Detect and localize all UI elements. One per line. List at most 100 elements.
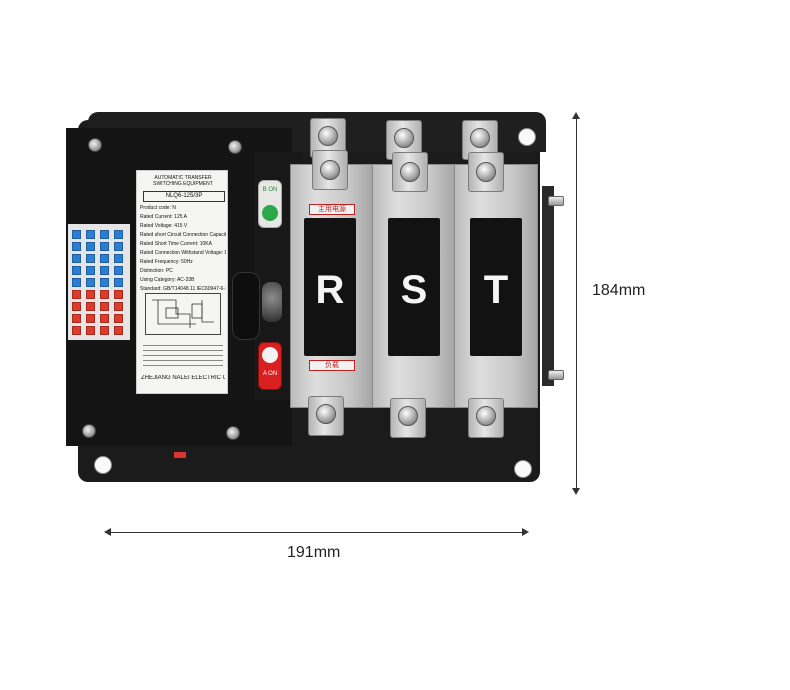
width-dimension-label: 191mm xyxy=(287,544,341,561)
control-terminal-strip xyxy=(68,224,130,340)
base-indicator xyxy=(174,452,186,458)
terminal-block xyxy=(86,290,95,299)
terminal-block xyxy=(72,242,81,251)
label-rated-short-time: Rated Short Time Current: 10KA xyxy=(140,241,212,247)
arrow-left-icon xyxy=(104,528,111,536)
a-on-indicator-icon xyxy=(262,347,278,363)
terminal-block xyxy=(114,290,123,299)
label-title-line1: AUTOMATIC TRANSFER xyxy=(154,175,212,181)
mounting-hole xyxy=(518,128,536,146)
height-dimension-line xyxy=(576,116,577,490)
terminal-block xyxy=(114,242,123,251)
width-dimension-line xyxy=(110,532,524,533)
terminal-block xyxy=(114,326,123,335)
terminal-block xyxy=(86,266,95,275)
terminal-block xyxy=(100,242,109,251)
terminal-block xyxy=(114,302,123,311)
side-bolt xyxy=(548,196,564,206)
terminal-block xyxy=(86,230,95,239)
screw xyxy=(82,424,96,438)
label-rated-current: Rated Current: 125 A xyxy=(140,214,187,220)
terminal-block xyxy=(86,278,95,287)
terminal-block xyxy=(72,326,81,335)
label-category: Using Category: AC-33B xyxy=(140,277,195,283)
wiring-diagram xyxy=(145,293,221,335)
label-rated-impulse: Rated Connection Withstand Voltage: 8KV xyxy=(140,250,226,256)
phase-t-letter: T xyxy=(483,268,509,312)
screw xyxy=(88,138,102,152)
terminal-block xyxy=(72,266,81,275)
mounting-hole xyxy=(94,456,112,474)
arrow-down-icon xyxy=(572,488,580,495)
height-dimension-label: 184mm xyxy=(592,282,646,299)
pole-t-window xyxy=(470,218,522,356)
a-on-label: A ON xyxy=(262,371,278,377)
terminal-block xyxy=(72,278,81,287)
terminal-block xyxy=(114,266,123,275)
terminal-bolt xyxy=(476,162,496,182)
b-on-button[interactable]: B ON xyxy=(258,180,282,228)
top-busbar-front xyxy=(468,152,504,192)
screw xyxy=(228,140,242,154)
a-on-button[interactable]: A ON xyxy=(258,342,282,390)
terminal-bolt xyxy=(470,128,490,148)
operating-handle-slot[interactable] xyxy=(232,272,260,340)
arrow-up-icon xyxy=(572,112,580,119)
operating-handle[interactable] xyxy=(262,282,282,322)
terminal-block xyxy=(100,314,109,323)
pole-r-main-tag: 主用电源 xyxy=(309,204,355,215)
terminal-block xyxy=(86,314,95,323)
terminal-block xyxy=(100,266,109,275)
pole-s-window xyxy=(388,218,440,356)
terminal-bolt xyxy=(476,406,496,426)
terminal-block xyxy=(114,254,123,263)
label-manufacturer: ZHEJIANG NALEI ELECTRIC CO.,LTD xyxy=(141,375,225,381)
terminal-block xyxy=(100,254,109,263)
terminal-bolt xyxy=(318,126,338,146)
label-model: NLQ6-125/3P xyxy=(143,191,225,202)
phase-s-letter: S xyxy=(400,268,428,312)
label-rated-short-circuit: Rated short Circuit Connection Capacity:… xyxy=(140,232,226,238)
terminal-block xyxy=(100,230,109,239)
terminal-block xyxy=(114,278,123,287)
label-rated-frequency: Rated Frequency: 50Hz xyxy=(140,259,193,265)
side-rail xyxy=(542,186,554,386)
terminal-block xyxy=(86,254,95,263)
label-notes xyxy=(143,341,223,367)
terminal-block xyxy=(100,290,109,299)
terminal-block xyxy=(86,326,95,335)
phase-r-letter: R xyxy=(315,268,345,312)
b-on-indicator-icon xyxy=(262,205,278,221)
terminal-block xyxy=(72,302,81,311)
terminal-block xyxy=(86,302,95,311)
terminal-block xyxy=(100,326,109,335)
terminal-block xyxy=(114,230,123,239)
screw xyxy=(226,426,240,440)
b-on-label: B ON xyxy=(262,187,278,193)
pole-r-load-tag: 负载 xyxy=(309,360,355,371)
terminal-block xyxy=(100,278,109,287)
arrow-right-icon xyxy=(522,528,529,536)
label-distinction: Distinction: PC xyxy=(140,268,173,274)
terminal-block xyxy=(72,314,81,323)
terminal-block xyxy=(114,314,123,323)
pole-r-window xyxy=(304,218,356,356)
terminal-bolt xyxy=(394,128,414,148)
label-rated-voltage: Rated Voltage: 415 V xyxy=(140,223,188,229)
terminal-block xyxy=(72,254,81,263)
label-title-line2: SWITCHING EQUIPMENT xyxy=(153,181,213,187)
label-standard: Standard: GB/T14048.11 IEC60947-6-1 xyxy=(140,286,226,292)
side-bolt xyxy=(548,370,564,380)
terminal-bolt xyxy=(398,406,418,426)
terminal-block xyxy=(86,242,95,251)
terminal-bolt xyxy=(316,404,336,424)
terminal-block xyxy=(72,290,81,299)
terminal-block xyxy=(100,302,109,311)
terminal-bolt xyxy=(320,160,340,180)
bottom-busbar xyxy=(308,396,344,436)
label-product-code: Product code: N xyxy=(140,205,176,211)
terminal-block xyxy=(72,230,81,239)
terminal-bolt xyxy=(400,162,420,182)
mounting-hole xyxy=(514,460,532,478)
rating-label: AUTOMATIC TRANSFER SWITCHING EQUIPMENT N… xyxy=(136,170,228,394)
